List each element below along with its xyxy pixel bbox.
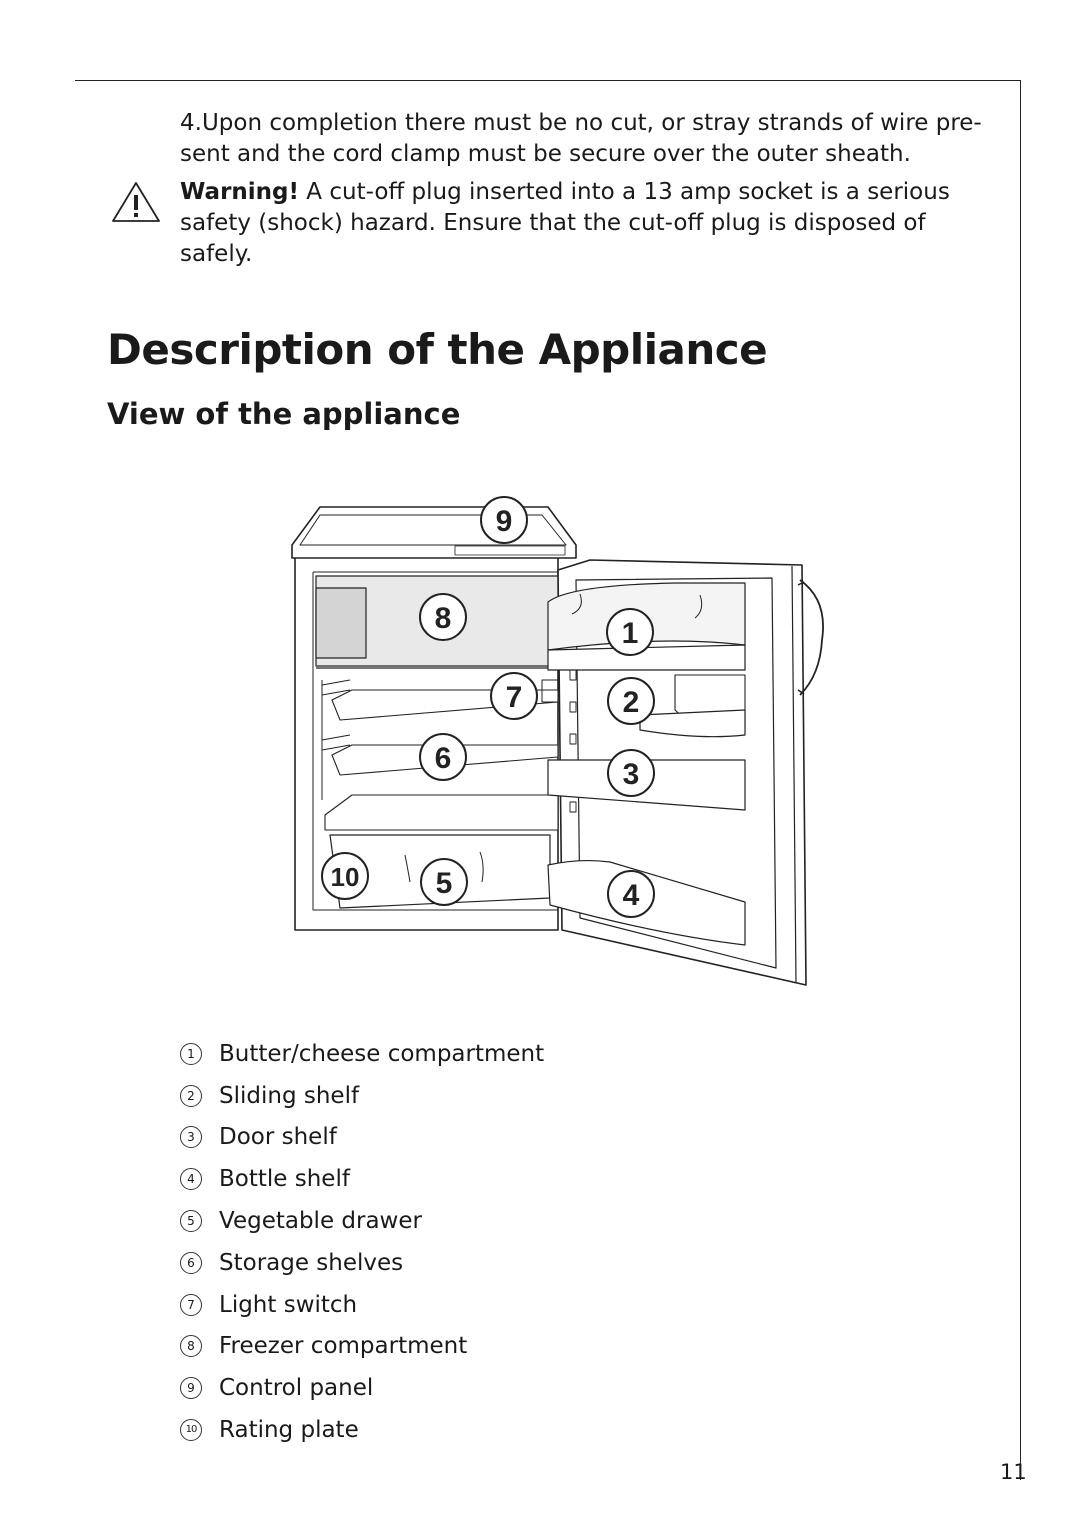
- page-title: Description of the Appliance: [107, 325, 768, 374]
- legend-label: Vegetable drawer: [219, 1208, 422, 1235]
- legend-label: Control panel: [219, 1375, 374, 1402]
- legend-label: Sliding shelf: [219, 1082, 360, 1109]
- right-margin-rule: [1020, 80, 1021, 1480]
- diagram-callouts: [321, 496, 655, 918]
- instruction-step-4: 4.Upon completion there must be no cut, …: [180, 110, 982, 167]
- warning-label: Warning!: [180, 179, 299, 205]
- warning-paragraph: Warning! A cut-off plug inserted into a …: [180, 177, 1000, 270]
- legend-item: 8 Freezer compartment: [180, 1326, 544, 1368]
- legend-number: 4: [180, 1168, 202, 1191]
- callout-4: 4: [623, 879, 640, 912]
- legend-item: 6 Storage shelves: [180, 1242, 544, 1284]
- parts-legend: 1 Butter/cheese compartment 2 Sliding shel…: [180, 1033, 544, 1451]
- legend-number: 9: [180, 1377, 202, 1400]
- legend-label: Door shelf: [219, 1124, 337, 1151]
- legend-item: 3 Door shelf: [180, 1117, 544, 1159]
- callout-7: 7: [506, 681, 523, 714]
- warning-text: A cut-off plug inserted into a 13 amp so…: [180, 179, 950, 267]
- top-rule: [75, 80, 1021, 81]
- legend-number: 6: [180, 1251, 202, 1274]
- legend-label: Light switch: [219, 1291, 358, 1318]
- callout-8: 8: [435, 602, 452, 635]
- callout-10: 10: [331, 862, 360, 892]
- legend-label: Storage shelves: [219, 1249, 404, 1276]
- legend-number: 2: [180, 1084, 202, 1107]
- legend-number: 5: [180, 1210, 202, 1233]
- appliance-diagram: 9 8 1 7 2 6 3 10 5 4: [291, 496, 824, 986]
- legend-number: 1: [180, 1042, 202, 1065]
- legend-item: 10 Rating plate: [180, 1409, 544, 1451]
- legend-number: 10: [180, 1419, 202, 1442]
- legend-item: 7 Light switch: [180, 1284, 544, 1326]
- callout-3: 3: [623, 758, 640, 791]
- legend-item: 2 Sliding shelf: [180, 1075, 544, 1117]
- warning-triangle-icon: [112, 182, 160, 222]
- callout-6: 6: [435, 742, 452, 775]
- callout-5: 5: [436, 867, 453, 900]
- section-title: View of the appliance: [107, 397, 461, 431]
- page-number: 11: [1000, 1460, 1027, 1484]
- legend-number: 7: [180, 1293, 202, 1316]
- legend-number: 3: [180, 1126, 202, 1149]
- legend-item: 4 Bottle shelf: [180, 1158, 544, 1200]
- legend-item: 9 Control panel: [180, 1367, 544, 1409]
- callout-2: 2: [623, 686, 640, 719]
- callout-9: 9: [496, 505, 513, 538]
- legend-label: Rating plate: [219, 1417, 359, 1444]
- legend-label: Bottle shelf: [219, 1166, 350, 1193]
- callout-1: 1: [622, 617, 639, 650]
- legend-label: Freezer compartment: [219, 1333, 468, 1360]
- legend-label: Butter/cheese compartment: [219, 1040, 545, 1067]
- legend-number: 8: [180, 1335, 202, 1358]
- legend-item: 5 Vegetable drawer: [180, 1200, 544, 1242]
- legend-item: 1 Butter/cheese compartment: [180, 1033, 544, 1075]
